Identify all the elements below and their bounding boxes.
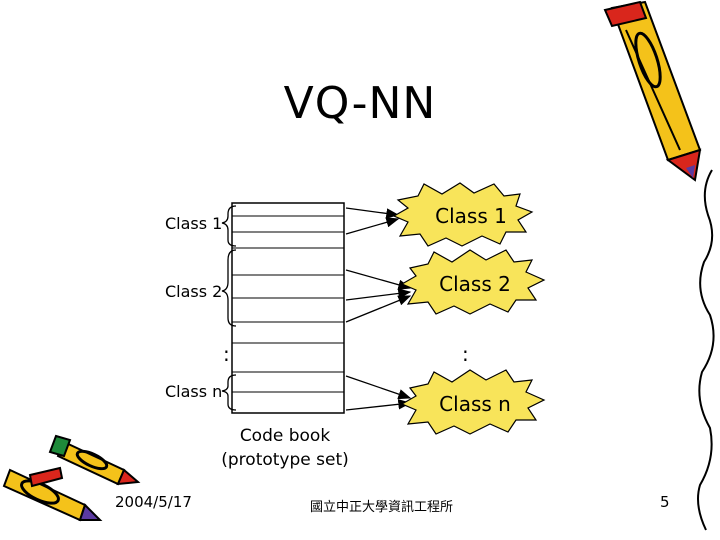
slide-title: VQ-NN [283,78,437,129]
footer-organization: 國立中正大學資訊工程所 [310,500,454,515]
left-braces [221,205,237,411]
burst-class-n [400,369,546,435]
burst-label-class-2: Class 2 [439,272,511,296]
codebook-table [231,202,345,414]
left-ellipsis: : [223,342,230,366]
footer-date: 2004/5/17 [115,493,192,511]
brace-class-1 [221,205,237,247]
burst-label-class-n: Class n [439,392,511,416]
burst-class-1 [392,182,534,247]
pencil-icon [603,0,702,182]
right-ellipsis: : [462,342,469,366]
codebook-caption-line-2: (prototype set) [221,450,349,470]
brace-class-2 [221,249,237,327]
wavy-border [697,169,715,531]
arrows [345,207,412,411]
footer-page-number: 5 [660,493,670,511]
codebook-caption-line-1: Code book [239,426,331,446]
codebook-caption: Code book (prototype set) [200,424,370,472]
left-label-class-2: Class 2 [165,282,223,301]
left-label-class-n: Class n [165,382,223,401]
burst-class-2 [400,249,546,315]
brace-class-n [221,374,237,411]
class-bursts [392,182,546,435]
left-label-class-1: Class 1 [165,214,223,233]
burst-label-class-1: Class 1 [435,204,507,228]
pencil-group-icon [2,434,141,522]
